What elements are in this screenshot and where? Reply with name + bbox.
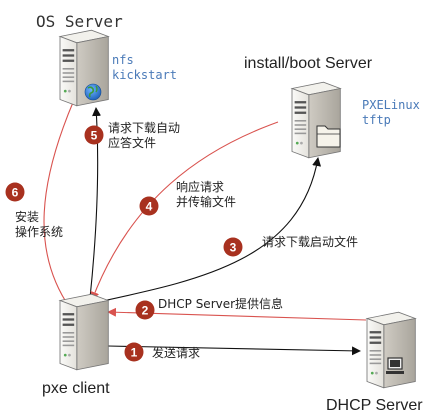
os-server-service-nfs: nfs (112, 53, 134, 67)
folder-icon (316, 125, 341, 148)
os-server-service-kickstart: kickstart (112, 68, 177, 82)
computer-icon (386, 357, 404, 374)
step-3-label: 请求下载启动文件 (262, 234, 358, 249)
step-badge-2: 2 (135, 300, 155, 320)
step-badge-3: 3 (223, 237, 243, 257)
step-5-label-line1: 请求下载自动 (108, 121, 180, 135)
server-tower-icon (59, 293, 109, 371)
step-1-label: 发送请求 (152, 345, 200, 360)
step-5-number: 5 (91, 129, 98, 143)
install-server-service-tftp: tftp (362, 113, 391, 127)
step-badge-6: 6 (5, 182, 25, 202)
arrow-step-1 (107, 345, 361, 356)
step-badge-1: 1 (124, 342, 144, 362)
install-server-service-pxelinux: PXELinux (362, 98, 420, 112)
pxe-client-title: pxe client (42, 380, 110, 397)
dhcp-server-title: DHCP Server (326, 397, 423, 414)
os-server-node (59, 29, 109, 107)
dhcp-server-node (366, 311, 416, 389)
step-badge-4: 4 (139, 196, 159, 216)
server-tower-icon (59, 29, 109, 107)
step-6-label-line2: 操作系统 (15, 224, 63, 239)
os-server-title: OS Server (36, 12, 123, 31)
server-tower-icon (366, 311, 416, 389)
globe-icon (84, 83, 102, 101)
step-4-label-line1: 响应请求 (176, 179, 224, 194)
step-3-number: 3 (230, 241, 237, 255)
step-2-number: 2 (142, 304, 149, 318)
install-server-node (291, 81, 341, 159)
arrow-step-6 (43, 99, 75, 309)
arrow-step-3 (97, 157, 322, 303)
install-server-title: install/boot Server (244, 55, 373, 72)
step-6-label-line1: 安装 (15, 209, 39, 224)
step-badge-5: 5 (84, 125, 104, 145)
step-4-number: 4 (146, 200, 153, 214)
pxe-client-node (59, 293, 109, 371)
step-2-label: DHCP Server提供信息 (158, 296, 283, 311)
step-4-label-line2: 并传输文件 (176, 194, 236, 209)
step-5-label-line2: 应答文件 (108, 135, 156, 150)
step-1-number: 1 (131, 346, 138, 360)
arrow-step-4 (90, 121, 279, 301)
step-6-number: 6 (12, 186, 19, 200)
